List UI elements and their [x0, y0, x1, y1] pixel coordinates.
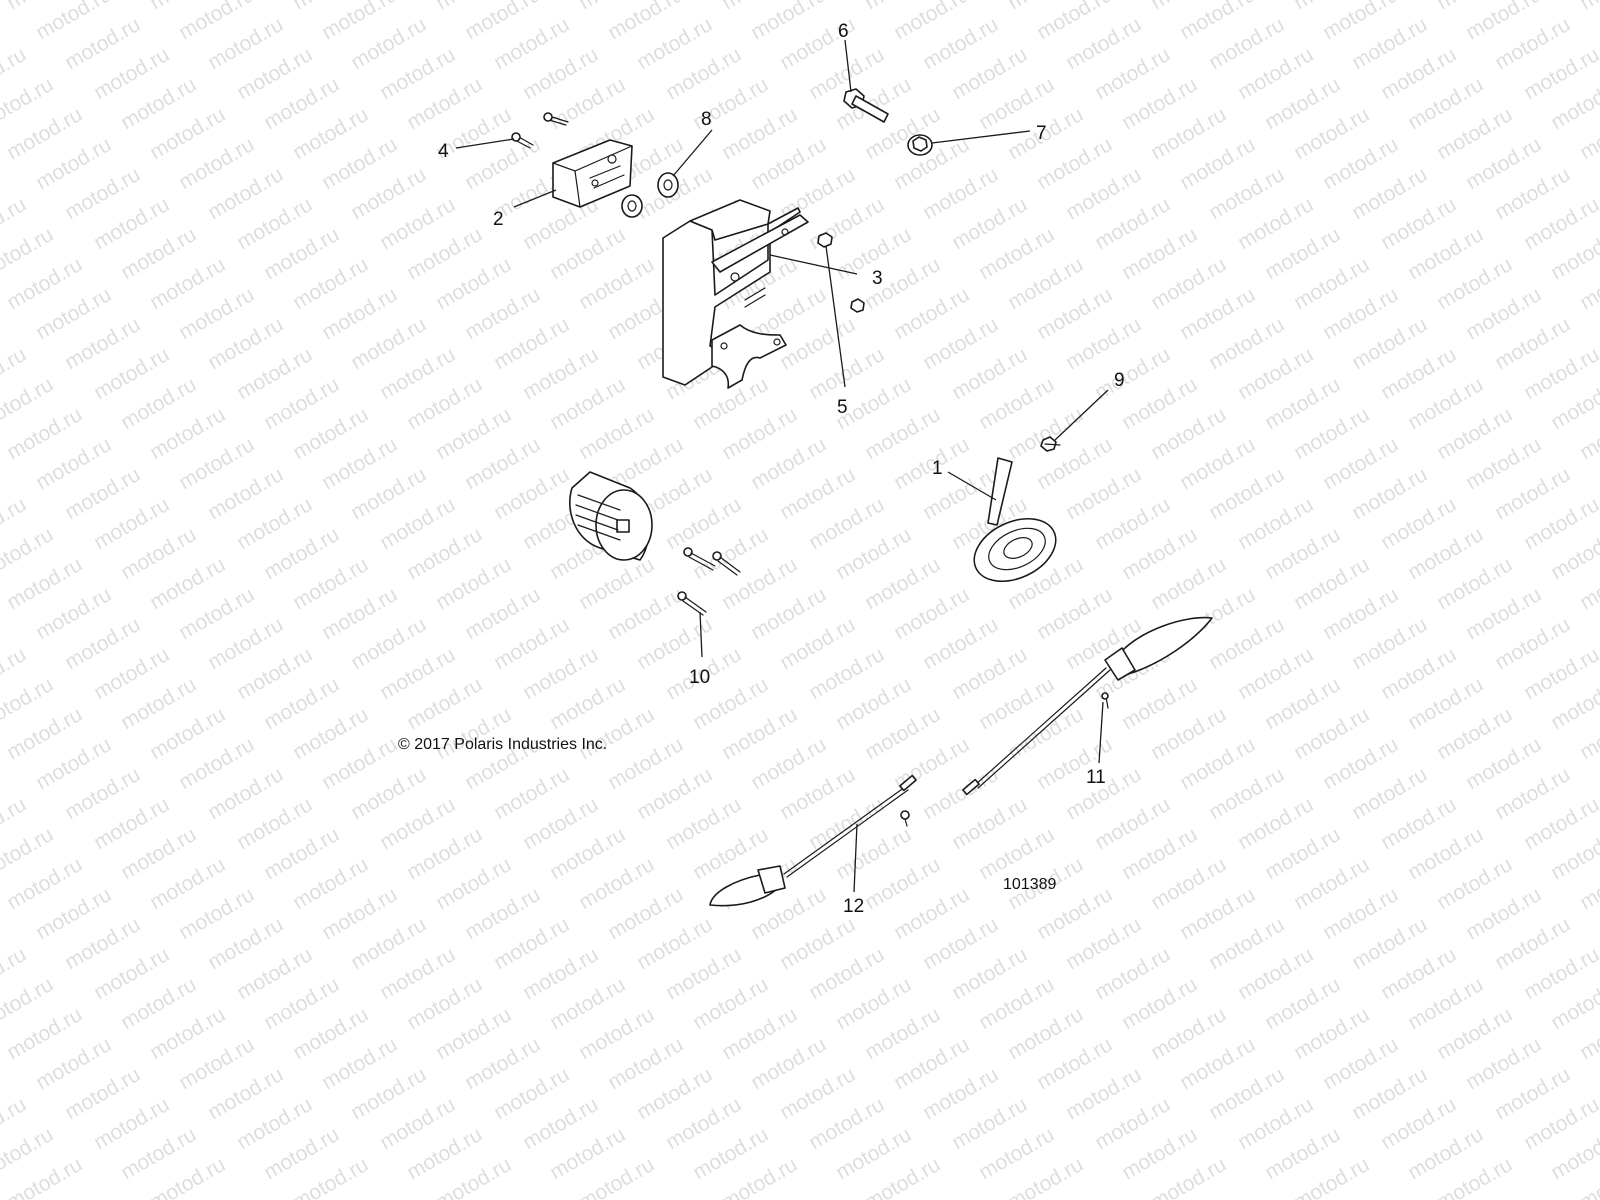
part-11-turn-signal [962, 616, 1213, 796]
callout-9: 9 [1114, 370, 1125, 391]
leader-lines [455, 39, 1109, 893]
callout-2: 2 [493, 209, 504, 230]
part-12-turn-signal [709, 774, 917, 907]
part-2-cover-housing [552, 139, 633, 208]
part-8-grommet-lower [621, 194, 643, 218]
callout-labels: 1 2 3 4 5 6 7 8 9 10 11 12 [438, 21, 1125, 917]
part-5-nut-left [817, 232, 833, 248]
callout-8: 8 [701, 109, 712, 130]
copyright-notice: © 2017 Polaris Industries Inc. [398, 736, 607, 753]
callout-10: 10 [689, 667, 710, 688]
callout-6: 6 [838, 21, 849, 42]
part-7-flange-nut [907, 134, 933, 156]
part-8-grommet-upper [657, 172, 679, 198]
figure-number: 101389 [1003, 876, 1056, 893]
part-3-bracket [662, 199, 809, 389]
callout-7: 7 [1036, 123, 1047, 144]
part-1-horn [973, 457, 1057, 583]
callout-5: 5 [837, 397, 848, 418]
part-10-screw-b [712, 551, 741, 576]
callout-12: 12 [843, 896, 864, 917]
part-9-screw [1040, 436, 1061, 452]
part-6-bolt [843, 88, 889, 123]
callout-11: 11 [1086, 767, 1106, 788]
callout-3: 3 [872, 268, 883, 289]
watermark-text: motod.ru [1576, 0, 1600, 14]
buzzer-unit [569, 471, 653, 561]
part-4-screw-upper [543, 112, 569, 126]
part-5-nut-right [850, 298, 865, 313]
callout-4: 4 [438, 141, 449, 162]
callout-1: 1 [932, 458, 943, 479]
part-10-screw-a [683, 547, 716, 571]
